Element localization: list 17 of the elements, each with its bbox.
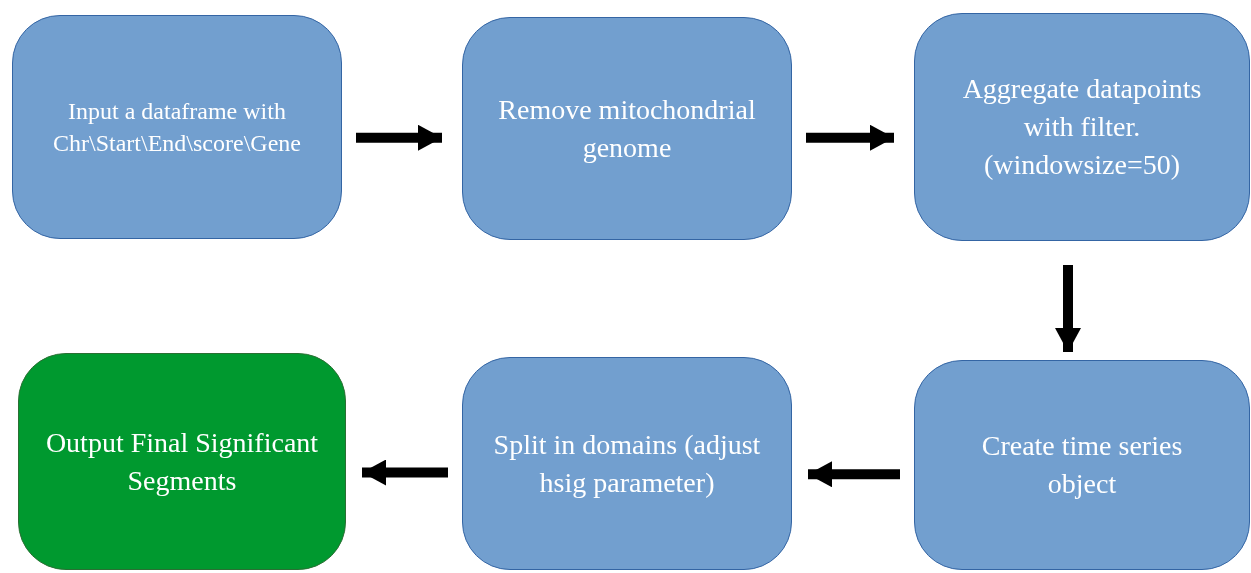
process-box bbox=[462, 17, 792, 240]
process-box bbox=[914, 13, 1250, 241]
box-label: Input a dataframe with Chr\Start\End\score\Gene bbox=[52, 96, 302, 158]
arrow bbox=[808, 461, 900, 488]
process-box bbox=[462, 357, 792, 570]
box-label: Aggregate datapoints with filter. (windowsize=50) bbox=[961, 72, 1203, 182]
arrow bbox=[356, 124, 442, 151]
process-box bbox=[914, 360, 1250, 570]
arrow bbox=[1055, 265, 1081, 352]
process-box bbox=[12, 15, 342, 239]
box-label: Create time series object bbox=[980, 429, 1184, 501]
arrow bbox=[806, 124, 894, 151]
box-label: Output Final Significant Segments bbox=[44, 425, 320, 498]
process-box bbox=[18, 353, 346, 570]
arrow bbox=[362, 459, 448, 486]
box-label: Remove mitochondrial genome bbox=[497, 92, 757, 165]
box-label: Split in domains (adjust hsig parameter) bbox=[492, 427, 762, 500]
